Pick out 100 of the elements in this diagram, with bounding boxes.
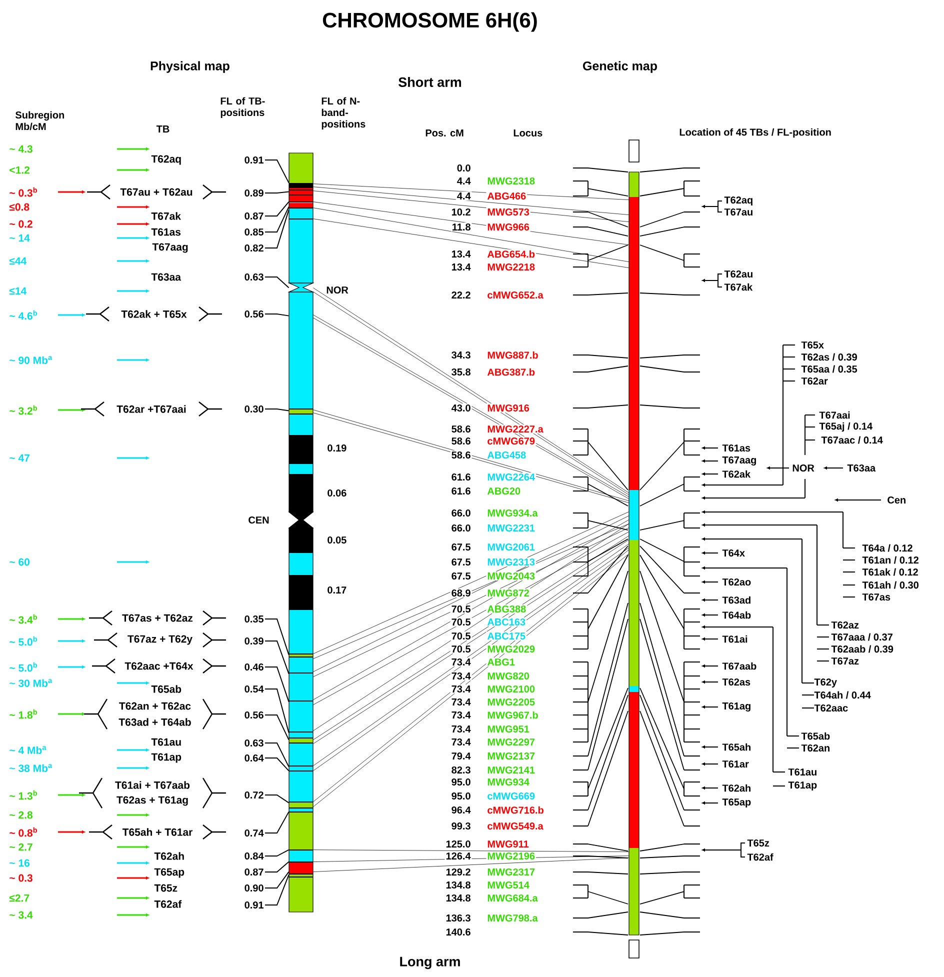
position-value: 70.5: [450, 644, 472, 654]
tb-name: T62ar +T67aai: [116, 405, 186, 413]
tb-name: T65ab: [801, 732, 830, 740]
position-value: 4.4: [456, 176, 472, 186]
tb-name: NOR: [792, 464, 814, 472]
leader-line: [264, 874, 290, 906]
tb-name: T61as: [722, 444, 750, 452]
column-heading: FL of N-band-positions: [322, 97, 366, 130]
locus-name: cMWG652.a: [486, 290, 544, 300]
section-heading: Physical map: [150, 61, 230, 73]
connecting-line: [313, 850, 629, 852]
fl-value: 0.82: [244, 244, 264, 252]
position-value: 67.5: [450, 542, 472, 552]
leader-line: [264, 408, 290, 412]
position-value: 66.0: [450, 523, 472, 533]
position-value: 4.4: [456, 192, 472, 200]
locus-name: MWG2137: [486, 751, 536, 761]
tb-name: T61ap: [151, 753, 182, 763]
position-value: 136.3: [444, 913, 472, 923]
position-value: 129.2: [444, 867, 472, 877]
position-value: 134.8: [444, 893, 472, 903]
position-value: 82.3: [450, 765, 472, 775]
position-value: 73.4: [450, 737, 472, 747]
fl-value: 0.39: [244, 637, 264, 645]
tb-name: T64a / 0.12: [862, 544, 912, 552]
band-label: NOR: [326, 286, 348, 294]
position-value: 68.9: [450, 588, 472, 598]
tb-name: T61ah / 0.30: [862, 581, 918, 589]
locus-name: MWG872: [486, 588, 530, 598]
locus-name: MWG951: [486, 724, 530, 734]
locus-name: MWG2313: [486, 557, 536, 567]
locus-name: ABG466: [486, 191, 528, 201]
tb-name: T63aa: [847, 464, 876, 472]
position-value: 73.4: [450, 724, 472, 734]
locus-name: MWG934: [486, 777, 530, 787]
tb-name: T61ak / 0.12: [862, 568, 918, 576]
fl-value: 0.72: [244, 791, 264, 799]
leader-line: [264, 209, 290, 248]
tb-name: T63ad + T64ab: [118, 718, 191, 726]
title: CHROMOSOME 6H(6): [322, 12, 537, 32]
locus-name: ABG20: [486, 486, 522, 496]
tb-name: T65ah + T61ar: [122, 828, 192, 836]
subregion-value: ~ 4 Mb$^{a}$: [10, 746, 46, 754]
position-value: 58.6: [450, 436, 472, 446]
subregion-value: ~ 5.0$^{b}$: [10, 636, 38, 646]
connecting-line: [313, 858, 629, 872]
position-value: 67.5: [450, 557, 472, 567]
fl-value: 0.85: [244, 228, 264, 236]
tb-name: T62aac: [814, 704, 848, 712]
position-value: 99.3: [450, 821, 472, 831]
tb-name: T67as: [862, 593, 890, 601]
locus-name: cMWG669: [486, 791, 536, 801]
leader-line: [264, 811, 290, 834]
tb-name: T62ar: [801, 377, 828, 385]
position-value: 58.6: [450, 450, 472, 460]
fl-value: 0.74: [244, 829, 264, 837]
locus-name: MWG2218: [486, 262, 536, 272]
leader-line: [264, 201, 290, 216]
subregion-value: ~ 3.4: [10, 911, 33, 919]
position-value: 22.2: [450, 290, 472, 300]
chromosome-drawing: [628, 140, 640, 958]
position-value: 140.6: [444, 927, 472, 937]
tb-name: T62as + T61ag: [116, 796, 188, 806]
tb-name: Cen: [888, 496, 906, 504]
locus-name: cMWG716.b: [486, 805, 545, 815]
tb-name: T67az + T62y: [128, 635, 192, 645]
position-value: 70.5: [450, 617, 472, 627]
tb-name: T67as + T62az: [122, 614, 193, 622]
arm-label: Short arm: [398, 77, 462, 87]
subregion-value: ~ 3.2$^{b}$: [10, 405, 38, 415]
tb-name: T67aag: [722, 456, 756, 466]
position-value: 70.5: [450, 604, 472, 614]
connecting-line: [313, 186, 629, 215]
leader-line: [264, 640, 290, 674]
locus-name: MWG2318: [486, 176, 536, 186]
tb-name: T67au + T62au: [120, 188, 192, 196]
subregion-value: ≤14: [9, 287, 27, 295]
locus-name: MWG887.b: [486, 350, 540, 360]
tb-name: T67aab: [722, 662, 756, 670]
position-value: 125.0: [444, 839, 472, 849]
tb-name: T65x: [801, 341, 824, 349]
leader-line: [264, 618, 290, 656]
subregion-value: ~ 0.2: [10, 220, 32, 228]
position-value: 34.3: [450, 350, 472, 360]
fl-value: 0.64: [244, 754, 264, 762]
tb-name: T61ai: [722, 635, 748, 643]
leader-line: [264, 794, 290, 804]
leader-line: [264, 849, 290, 856]
fl-value: 0.87: [244, 868, 264, 876]
fl-value: 0.89: [244, 189, 264, 197]
position-value: 95.0: [450, 777, 472, 787]
tb-name: T64ah / 0.44: [814, 691, 871, 699]
position-value: 67.5: [450, 571, 472, 581]
locus-name: ABG387.b: [486, 367, 536, 377]
position-value: 73.4: [450, 710, 472, 720]
leader-line: [264, 688, 290, 734]
tb-name: T67au: [724, 208, 752, 216]
leader-line: [264, 191, 290, 194]
locus-name: MWG2297: [486, 737, 536, 747]
subregion-value: ~ 4.6$^{b}$: [10, 310, 38, 320]
